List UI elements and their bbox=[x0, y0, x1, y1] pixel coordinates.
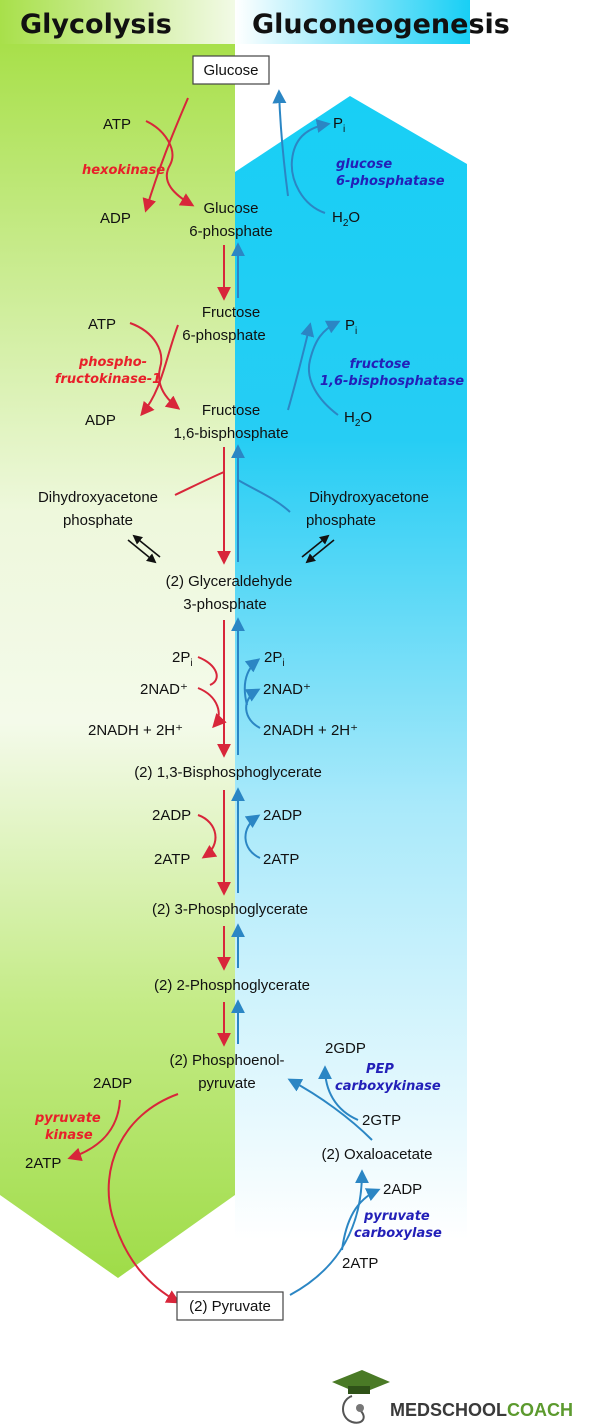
header-band-glycolysis bbox=[0, 0, 235, 44]
hexokinase-arrow bbox=[145, 120, 195, 207]
dhap-right-label: phosphate bbox=[306, 512, 376, 529]
pyruvate-label: (2) Pyruvate bbox=[189, 1298, 271, 1315]
pg2-label: (2) 2-Phosphoglycerate bbox=[154, 977, 310, 994]
pepck-gdp: 2GDP bbox=[325, 1040, 366, 1057]
fbpase-label: 1,6-bisphosphatase bbox=[320, 374, 464, 389]
pk-arrow bbox=[67, 1099, 121, 1162]
medschoolcoach-logo: MEDSCHOOLCOACH bbox=[332, 1370, 573, 1424]
fbpase-h2o: H2O bbox=[344, 409, 372, 429]
dhap-left-label: Dihydroxyacetone bbox=[38, 489, 158, 506]
pgk-glycolysis-arrow bbox=[197, 814, 218, 859]
gapdh-right-nadh: 2NADH + 2H⁺ bbox=[263, 722, 358, 739]
hexokinase-arrow bbox=[142, 97, 189, 213]
gluconeogenesis-header: Gluconeogenesis bbox=[252, 9, 510, 40]
pgk-left-atp: 2ATP bbox=[154, 851, 190, 868]
pep-label: pyruvate bbox=[198, 1075, 256, 1092]
f6p-label: 6-phosphate bbox=[182, 327, 265, 344]
gapdh-gluconeogenesis-arrow bbox=[244, 688, 261, 729]
fbpase-arrow bbox=[287, 322, 315, 411]
pg3-label: (2) 3-Phosphoglycerate bbox=[152, 901, 308, 918]
pgk-right-atp: 2ATP bbox=[263, 851, 299, 868]
g6pase-arrow bbox=[290, 119, 331, 214]
fbpase-pi: Pi bbox=[345, 317, 357, 337]
dhap-arrow-glycolysis bbox=[174, 471, 225, 496]
pc-adp: 2ADP bbox=[383, 1181, 422, 1198]
pc-atp: 2ATP bbox=[342, 1255, 378, 1272]
g6pase-arrow bbox=[272, 89, 289, 197]
oaa-label: (2) Oxaloacetate bbox=[322, 1146, 433, 1163]
hexokinase-adp: ADP bbox=[100, 210, 131, 227]
stethoscope-icon bbox=[342, 1395, 365, 1424]
pepck-label: PEP bbox=[366, 1062, 394, 1077]
bpg-label: (2) 1,3-Bisphosphoglycerate bbox=[134, 764, 322, 781]
pc-arrow bbox=[341, 1188, 381, 1251]
graduation-cap-icon bbox=[332, 1370, 390, 1394]
pfk-atp: ATP bbox=[88, 316, 116, 333]
pk-label: kinase bbox=[45, 1128, 93, 1143]
pc-label: carboxylase bbox=[354, 1226, 442, 1241]
equilibrium-arrow bbox=[127, 539, 157, 564]
pc-label: pyruvate bbox=[363, 1209, 430, 1224]
gapdh-left-nad: 2NAD⁺ bbox=[140, 681, 188, 698]
pfk-adp: ADP bbox=[85, 412, 116, 429]
equilibrium-arrow bbox=[301, 534, 330, 558]
pepck-gtp: 2GTP bbox=[362, 1112, 401, 1129]
g6pase-pi: Pi bbox=[333, 115, 345, 135]
gapdh-glycolysis-arrow bbox=[197, 656, 218, 686]
pk-adp: 2ADP bbox=[93, 1075, 132, 1092]
dhap-arrow-gluconeogenesis bbox=[237, 479, 291, 513]
pk-arrow bbox=[107, 1093, 181, 1304]
glycolysis-band bbox=[0, 44, 235, 1278]
logo-text: MEDSCHOOLCOACH bbox=[390, 1400, 573, 1420]
glycolysis-header: Glycolysis bbox=[20, 9, 172, 40]
graduation-cap-icon bbox=[348, 1386, 370, 1394]
pgk-left-adp: 2ADP bbox=[152, 807, 191, 824]
pfk-label: phospho- bbox=[78, 355, 147, 370]
pc-arrow bbox=[289, 1169, 369, 1296]
pep-label: (2) Phosphoenol- bbox=[169, 1052, 284, 1069]
gap-label: 3-phosphate bbox=[183, 596, 266, 613]
hexokinase-atp: ATP bbox=[103, 116, 131, 133]
pepck-arrow bbox=[318, 1065, 359, 1121]
header-band-gluconeogenesis bbox=[235, 0, 470, 44]
pfk-label: fructokinase-1 bbox=[55, 372, 161, 387]
f6p-label: Fructose bbox=[202, 304, 260, 321]
f16bp-label: 1,6-bisphosphate bbox=[173, 425, 288, 442]
gapdh-left-2pi: 2Pi bbox=[172, 649, 193, 669]
pyruvate-box bbox=[176, 1291, 284, 1321]
fbpase-label: fructose bbox=[350, 357, 411, 372]
pk-label: pyruvate bbox=[34, 1111, 101, 1126]
g6pase-label: 6-phosphatase bbox=[336, 174, 445, 189]
equilibrium-arrow bbox=[132, 534, 161, 558]
pfk-arrow bbox=[129, 322, 181, 410]
stethoscope-icon bbox=[356, 1404, 364, 1412]
gapdh-right-2pi: 2Pi bbox=[264, 649, 285, 669]
pepck-arrow bbox=[287, 1078, 373, 1141]
gapdh-glycolysis-arrow bbox=[197, 687, 227, 729]
pgk-right-adp: 2ADP bbox=[263, 807, 302, 824]
dhap-left-label: phosphate bbox=[63, 512, 133, 529]
gapdh-left-nadh: 2NADH + 2H⁺ bbox=[88, 722, 183, 739]
pfk-arrow bbox=[140, 324, 179, 417]
pk-atp: 2ATP bbox=[25, 1155, 61, 1172]
dhap-right-label: Dihydroxyacetone bbox=[309, 489, 429, 506]
glucose-box bbox=[192, 55, 270, 85]
f16bp-label: Fructose bbox=[202, 402, 260, 419]
g6p-label: Glucose bbox=[203, 200, 258, 217]
glucose-label: Glucose bbox=[203, 62, 258, 79]
g6p-label: 6-phosphate bbox=[189, 223, 272, 240]
pepck-label: carboxykinase bbox=[335, 1079, 441, 1094]
g6pase-h2o: H2O bbox=[332, 209, 360, 229]
fbpase-arrow bbox=[307, 320, 341, 416]
g6pase-label: glucose bbox=[336, 157, 392, 172]
hexokinase-label: hexokinase bbox=[82, 163, 165, 178]
equilibrium-arrow bbox=[305, 539, 335, 564]
gap-label: (2) Glyceraldehyde bbox=[166, 573, 293, 590]
gluconeogenesis-band bbox=[235, 96, 467, 1240]
pgk-gluconeogenesis-arrow bbox=[244, 814, 261, 859]
gapdh-right-nad: 2NAD⁺ bbox=[263, 681, 311, 698]
